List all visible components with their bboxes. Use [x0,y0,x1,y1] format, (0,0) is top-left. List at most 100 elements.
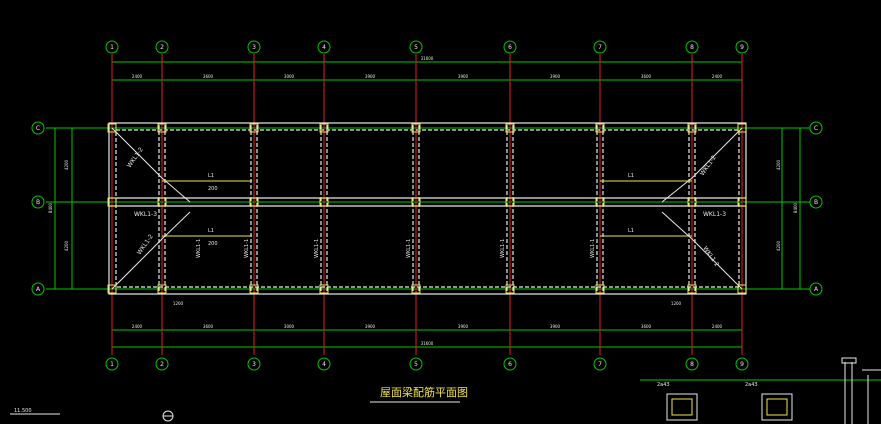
row-bubble-label: A [36,286,41,293]
dimension-value: 8400 [48,202,53,213]
column [319,123,329,133]
dimension-value: 3600 [641,324,652,329]
beam-label-wkl-left-mid: WKL1-3 [134,211,157,218]
column-beam-label: WKL1-1 [196,239,202,258]
column [157,197,167,207]
column [737,197,747,207]
axis-bubble-label: 4 [322,44,326,51]
column [687,284,697,294]
axis-bubble-1 [105,40,119,54]
l-beam-sub-2: 200 [208,241,218,247]
column [107,197,117,207]
row-bubble-B [809,195,823,209]
dimension-value: 1200 [671,301,682,306]
dimension-value: 2400 [132,74,143,79]
dimension-text: 31600 2400 3600 3000 3900 3900 3900 3600 2400 316… [48,56,798,346]
axis-bubble-9 [735,40,749,54]
drawing-title: 屋面梁配筋平面图 [380,385,468,399]
column [505,123,515,133]
column [595,197,605,207]
column-beam-label: WKL1-1 [500,239,506,258]
dimension-value: 3900 [458,324,469,329]
l-beam-label-3: L1 [628,173,634,179]
axis-bubble-label: 2 [160,361,164,368]
axis-bubble-label: 9 [740,44,744,51]
axis-bubble-8 [685,40,699,54]
axis-bubble-6 [503,40,517,54]
secondary-beams [162,180,692,237]
dimension-value: 3000 [284,74,295,79]
l-beam-label-2: L1 [208,228,214,234]
axis-bubble-label: 1 [110,361,114,368]
column [411,197,421,207]
beam-label-wkl-left-bot: WKL1-2 [136,233,155,256]
row-bubble-C [809,121,823,135]
axis-bubble-6 [503,357,517,371]
beam-label-wkl-right-top: WKL1-2 [699,154,718,177]
column [249,197,259,207]
axis-lines [111,54,743,355]
dimension-value: 8400 [793,202,798,213]
column [411,123,421,133]
column [595,123,605,133]
dimension-value: 3900 [550,74,561,79]
dimension-value: 4200 [776,159,781,170]
row-bubble-label: C [36,125,40,132]
row-bubble-C [31,121,45,135]
axis-bubble-9 [735,357,749,371]
row-bubble-label: B [36,199,40,206]
column [505,284,515,294]
dimension-value: 3600 [203,74,214,79]
axis-bubble-2 [155,40,169,54]
dimension-value: 4200 [64,159,69,170]
column [595,284,605,294]
l-beam-label-4: L1 [628,228,634,234]
axis-bubble-label: 1 [110,44,114,51]
dimension-value: 31600 [421,341,434,346]
axis-bubble-1 [105,357,119,371]
axis-bubble-label: 8 [690,44,694,51]
column-beam-label: WKL1-1 [244,239,250,258]
detail-label-b: 2a43 [745,382,758,388]
beam-label-wkl-right-mid: WKL1-3 [703,211,726,218]
dimension-value: 3900 [550,324,561,329]
row-bubble-label: C [814,125,818,132]
columns [107,123,747,294]
axis-bubble-3 [247,357,261,371]
column [157,123,167,133]
column [737,123,747,133]
dimension-value: 1200 [173,301,184,306]
column-beam-label: WKL1-1 [314,239,320,258]
axis-bubble-label: 3 [252,361,256,368]
axis-bubble-3 [247,40,261,54]
axis-bubble-7 [593,40,607,54]
axis-bubble-4 [317,357,331,371]
axis-bubble-label: 7 [598,44,602,51]
axis-bubble-5 [409,40,423,54]
row-bubble-A [31,282,45,296]
l-beam-sub-1: 200 [208,186,218,192]
dimension-value: 3600 [641,74,652,79]
dimension-value: 2400 [132,324,143,329]
axis-bubble-label: 8 [690,361,694,368]
detail-label-a: 2a43 [657,382,670,388]
axis-bubble-5 [409,357,423,371]
column [319,197,329,207]
dimension-value: 3900 [458,74,469,79]
axis-bubble-8 [685,357,699,371]
axis-bubble-label: 4 [322,361,326,368]
column-beam-label: WKL1-1 [590,239,596,258]
column [107,123,117,133]
dimension-value: 4200 [64,240,69,251]
dimension-value: 2400 [712,74,723,79]
dimension-value: 31600 [421,56,434,61]
axis-bubble-label: 7 [598,361,602,368]
l-beam-label-1: L1 [208,173,214,179]
section-details [640,357,881,424]
dimension-value: 3900 [365,74,376,79]
row-bubble-label: A [814,286,819,293]
column [107,284,117,294]
column [687,197,697,207]
